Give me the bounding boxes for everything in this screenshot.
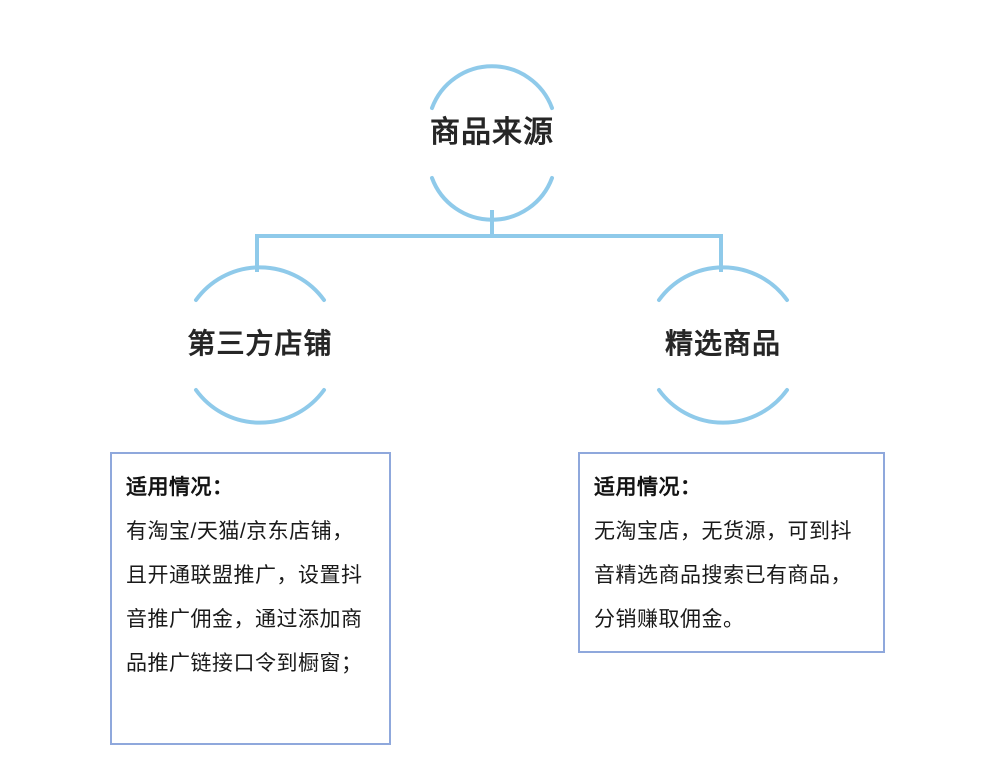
node-label-featured-products: 精选商品 <box>664 328 781 359</box>
root-node-arc-bottom <box>430 176 554 222</box>
root-node-arc-top <box>430 64 554 110</box>
detail-box-heading: 适用情况： <box>126 476 234 499</box>
detail-box-featured-products: 适用情况： 无淘宝店，无货源，可到抖音精选商品搜索已有商品，分销赚取佣金。 <box>578 452 885 653</box>
detail-box-body: 有淘宝/天猫/京东店铺，且开通联盟推广，设置抖音推广佣金，通过添加商品推广链接口… <box>126 520 363 675</box>
detail-box-body: 无淘宝店，无货源，可到抖音精选商品搜索已有商品，分销赚取佣金。 <box>594 520 852 631</box>
detail-box-heading: 适用情况： <box>594 476 702 499</box>
left-node-arc-top <box>194 265 326 302</box>
left-node-arc-bottom <box>194 388 326 425</box>
right-node-arc-top <box>657 265 789 302</box>
node-label-root: 商品来源 <box>430 116 554 149</box>
node-label-third-party-store: 第三方店铺 <box>187 328 333 359</box>
detail-box-third-party-store: 适用情况： 有淘宝/天猫/京东店铺，且开通联盟推广，设置抖音推广佣金，通过添加商… <box>110 452 391 745</box>
right-node-arc-bottom <box>657 388 789 425</box>
